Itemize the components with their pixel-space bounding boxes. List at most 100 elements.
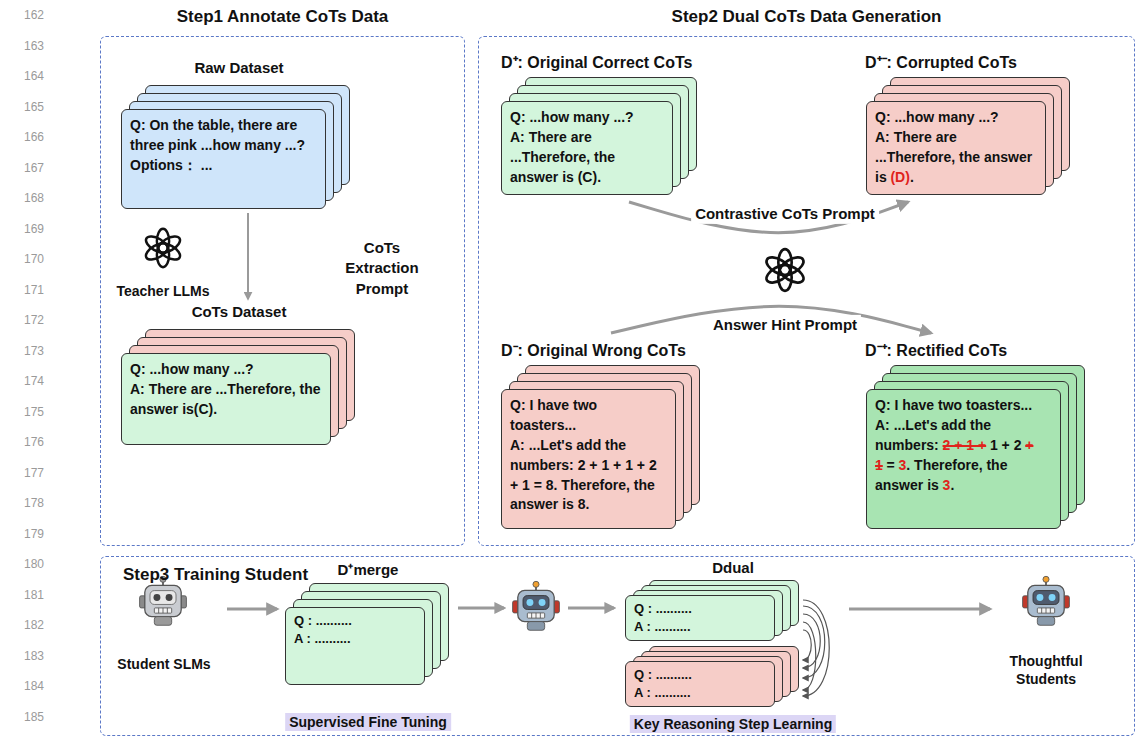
edge-label: Answer Hint Prompt	[709, 315, 861, 335]
train-stack: DdualKey Reasoning Step Learning Q : ....…	[623, 559, 843, 733]
train-card: Q : ..........A : ..........	[625, 661, 775, 707]
stack-heading: D⁺⁻: Corrupted CoTs	[865, 51, 1017, 73]
stack-heading: Raw Dataset	[194, 59, 283, 76]
line-number: 172	[6, 313, 44, 327]
line-number: 185	[6, 710, 44, 724]
line-number: 167	[6, 161, 44, 175]
line-number: 165	[6, 100, 44, 114]
card-run: 3	[943, 477, 951, 493]
cot-stack: D⁻⁺: Rectified CoTs Q: I have two toaster…	[863, 339, 1088, 531]
card-line: A : ..........	[634, 618, 766, 636]
line-number: 182	[6, 618, 44, 632]
card-run: 2 + 1 +	[943, 437, 987, 453]
robot-icon	[513, 581, 560, 630]
edge-label: Contrastive CoTs Prompt	[691, 204, 879, 224]
flow-arrow	[611, 306, 931, 333]
data-card: Q: On the table, there are three pink ..…	[121, 109, 326, 209]
step-panel: Step3 Training StudentStudent SLMs D⁺merg…	[100, 556, 1135, 736]
line-number: 162	[6, 8, 44, 22]
step-panel: Step2 Dual CoTs Data GenerationD⁺: Origi…	[478, 36, 1135, 546]
line-number: 163	[6, 39, 44, 53]
cot-card: Q: ...how many ...?A: There are ...There…	[866, 101, 1046, 195]
train-stack: D⁺mergeSupervised Fine Tuning Q : .......…	[283, 559, 453, 731]
card-run: (D)	[890, 169, 909, 185]
flow-arrow	[629, 202, 908, 233]
card-line: Q : ..........	[634, 666, 766, 684]
line-number: 177	[6, 466, 44, 480]
cot-card: Q: I have two toasters...A: ...Let's add…	[866, 389, 1061, 529]
line-number: 181	[6, 588, 44, 602]
card-paragraph: A: ...Let's add the numbers:2 + 1 +1 + 2…	[875, 416, 1052, 496]
llm-logo	[143, 229, 182, 267]
dataset-stack: CoTs Dataset Q: ...how many ...?A: There …	[119, 303, 359, 448]
stage-caption: Key Reasoning Step Learning	[630, 715, 836, 733]
card-run: 3	[899, 457, 907, 473]
flow-arrow	[849, 608, 990, 611]
cot-card: Q: I have two toasters...A: ...Let's add…	[501, 389, 676, 529]
model-label: Student SLMs	[105, 655, 223, 673]
line-number: 164	[6, 69, 44, 83]
flow-arrow	[568, 607, 614, 610]
cot-stack: D⁺: Original Correct CoTs Q: ...how many …	[499, 51, 699, 196]
train-card: Q : ..........A : ..........	[625, 595, 775, 641]
card-line: A : ..........	[294, 630, 416, 648]
llm-logo	[764, 249, 807, 291]
cot-card: Q: ...how many ...?A: There are ...There…	[501, 101, 673, 195]
card-line: Q : ..........	[634, 600, 766, 618]
line-number: 184	[6, 679, 44, 693]
robot-icon	[1023, 576, 1070, 625]
stage-caption: Supervised Fine Tuning	[285, 713, 451, 731]
card-run: 1 + 2	[990, 437, 1022, 453]
line-number: 168	[6, 191, 44, 205]
flow-arrow	[227, 608, 277, 611]
stack-heading: D⁺merge	[338, 559, 399, 579]
card-line: Q: I have two toasters...	[510, 396, 667, 436]
stack-heading: D⁺: Original Correct CoTs	[501, 51, 692, 73]
flow-arrow	[458, 607, 504, 610]
edge-label: CoTs Extraction Prompt	[326, 238, 438, 299]
line-number: 173	[6, 344, 44, 358]
card-run: . Therefore, the answer is	[875, 457, 1007, 493]
step-title: Step1 Annotate CoTs Data	[177, 7, 389, 27]
card-line: Q: ...how many ...?	[130, 360, 322, 380]
line-number: 176	[6, 435, 44, 449]
card-line: A: There are ...Therefore, the answer is…	[130, 380, 322, 420]
line-number: 179	[6, 527, 44, 541]
student-model: Thoughtful Students	[996, 573, 1096, 688]
stack-heading: Ddual	[712, 559, 754, 576]
line-number: 170	[6, 252, 44, 266]
stack-heading: D⁻⁺: Rectified CoTs	[865, 339, 1007, 361]
train-card: Q : ..........A : ..........	[285, 607, 425, 685]
card-run: .	[910, 169, 914, 185]
card-line: Options： ...	[130, 156, 317, 176]
card-line: A: ...Let's add the numbers: 2 + 1 + 1 +…	[510, 436, 667, 516]
line-number: 175	[6, 405, 44, 419]
card-line: Q : ..........	[294, 612, 416, 630]
card-line: Q: ...how many ...?	[875, 108, 1037, 128]
card-line: A: There are ...Therefore, the answer is…	[510, 128, 664, 188]
card-line: A : ..........	[634, 684, 766, 702]
flow-arrow	[247, 213, 249, 299]
card-paragraph: A: There are ...Therefore, the answer is…	[875, 128, 1037, 188]
line-number: 183	[6, 649, 44, 663]
dataset-stack: Raw Dataset Q: On the table, there are th…	[119, 59, 359, 209]
stack-heading: D⁻: Original Wrong CoTs	[501, 339, 686, 361]
line-number: 169	[6, 222, 44, 236]
model-label: Thoughtful Students	[996, 652, 1096, 688]
step-title: Step2 Dual CoTs Data Generation	[672, 7, 942, 27]
step-link-arcs	[803, 600, 829, 696]
line-number: 166	[6, 130, 44, 144]
line-number: 171	[6, 283, 44, 297]
step-title: Step3 Training Student	[123, 565, 308, 585]
step-panel: Step1 Annotate CoTs DataRaw DatasetQ: On…	[100, 36, 465, 546]
line-number: 178	[6, 496, 44, 510]
line-number: 174	[6, 374, 44, 388]
model-label: Teacher LLMs	[116, 283, 209, 299]
line-number: 180	[6, 557, 44, 571]
card-line: Q: On the table, there are three pink ..…	[130, 116, 317, 156]
cot-stack: D⁻: Original Wrong CoTs Q: I have two toa…	[499, 339, 699, 531]
card-line: Q: I have two toasters...	[875, 396, 1052, 416]
card-run: =	[887, 457, 895, 473]
stack-heading: CoTs Dataset	[192, 303, 287, 320]
